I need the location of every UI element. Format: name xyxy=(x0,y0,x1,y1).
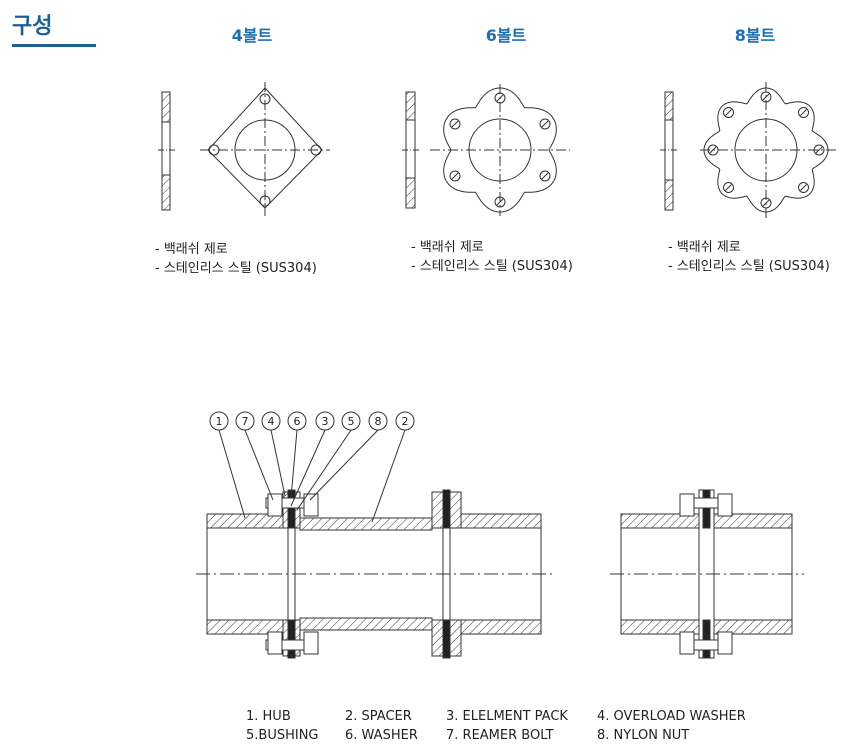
callout-number: 2 xyxy=(402,415,409,428)
bolt-hole xyxy=(798,107,809,118)
front-view-6bolt xyxy=(430,84,570,216)
callout-leader xyxy=(290,429,298,499)
callout-number: 8 xyxy=(375,415,382,428)
callout-leader xyxy=(244,429,274,501)
title-8bolt: 8볼트 xyxy=(734,26,776,45)
front-view-8bolt xyxy=(700,82,836,218)
legend-item-2: 2. SPACER xyxy=(345,709,412,724)
spec-4bolt: - 백래쉬 제로 - 스테인리스 스틸 (SUS304) xyxy=(155,240,317,278)
side-view-8bolt xyxy=(660,91,678,211)
spec-8bolt-line-2: - 스테인리스 스틸 (SUS304) xyxy=(668,259,830,274)
bolt-hole xyxy=(723,182,734,193)
callout-leader xyxy=(270,429,286,497)
legend-item-1: 1. HUB xyxy=(246,709,291,724)
spec-4bolt-line-1: - 백래쉬 제로 xyxy=(155,242,228,257)
title-4bolt: 4볼트 xyxy=(231,26,273,45)
callout-circle xyxy=(287,411,307,431)
bolt-hole xyxy=(539,170,551,182)
callout-number: 7 xyxy=(242,415,249,428)
spec-8bolt: - 백래쉬 제로 - 스테인리스 스틸 (SUS304) xyxy=(668,238,830,276)
callout-leader xyxy=(290,429,326,507)
callout-number: 4 xyxy=(268,415,275,428)
bolt-hole xyxy=(539,118,551,130)
assembly-drawing-compact xyxy=(610,489,804,659)
callout-group: 1 7 4 6 3 5 8 2 xyxy=(209,411,415,523)
bolt-hole xyxy=(449,170,461,182)
front-view-4bolt xyxy=(200,82,330,216)
callout-number: 6 xyxy=(294,415,301,428)
callout-leader xyxy=(371,429,406,523)
callout-number: 3 xyxy=(322,415,329,428)
spec-6bolt-line-2: - 스테인리스 스틸 (SUS304) xyxy=(411,259,573,274)
callout-circle xyxy=(235,411,255,431)
section-title: 구성 xyxy=(12,14,53,39)
callout-circle xyxy=(395,411,415,431)
title-underline xyxy=(12,44,96,47)
callout-number: 5 xyxy=(348,415,355,428)
legend-item-3: 3. ELELMENT PACK xyxy=(446,709,568,724)
callout-circle xyxy=(315,411,335,431)
callout-leader xyxy=(296,429,352,511)
bolt-hole xyxy=(798,182,809,193)
bolt-hole xyxy=(449,118,461,130)
callout-circle xyxy=(368,411,388,431)
spec-4bolt-line-2: - 스테인리스 스틸 (SUS304) xyxy=(155,261,317,276)
bolt-hole xyxy=(723,107,734,118)
callout-leader xyxy=(218,429,246,519)
legend-item-4: 4. OVERLOAD WASHER xyxy=(597,709,746,724)
callout-circle xyxy=(261,411,281,431)
spec-6bolt: - 백래쉬 제로 - 스테인리스 스틸 (SUS304) xyxy=(411,238,573,276)
callout-leader xyxy=(309,429,379,501)
legend-item-5: 5.BUSHING xyxy=(246,728,319,743)
callout-circle xyxy=(209,411,229,431)
side-view-6bolt xyxy=(402,91,420,209)
title-6bolt: 6볼트 xyxy=(485,26,527,45)
spec-8bolt-line-1: - 백래쉬 제로 xyxy=(668,240,741,255)
callout-circle xyxy=(341,411,361,431)
legend-item-7: 7. REAMER BOLT xyxy=(446,728,554,743)
side-view-4bolt xyxy=(158,91,176,211)
assembly-drawing-full xyxy=(196,489,552,659)
legend-item-6: 6. WASHER xyxy=(345,728,418,743)
spec-6bolt-line-1: - 백래쉬 제로 xyxy=(411,240,484,255)
callout-number: 1 xyxy=(216,415,223,428)
legend-item-8: 8. NYLON NUT xyxy=(597,728,690,743)
